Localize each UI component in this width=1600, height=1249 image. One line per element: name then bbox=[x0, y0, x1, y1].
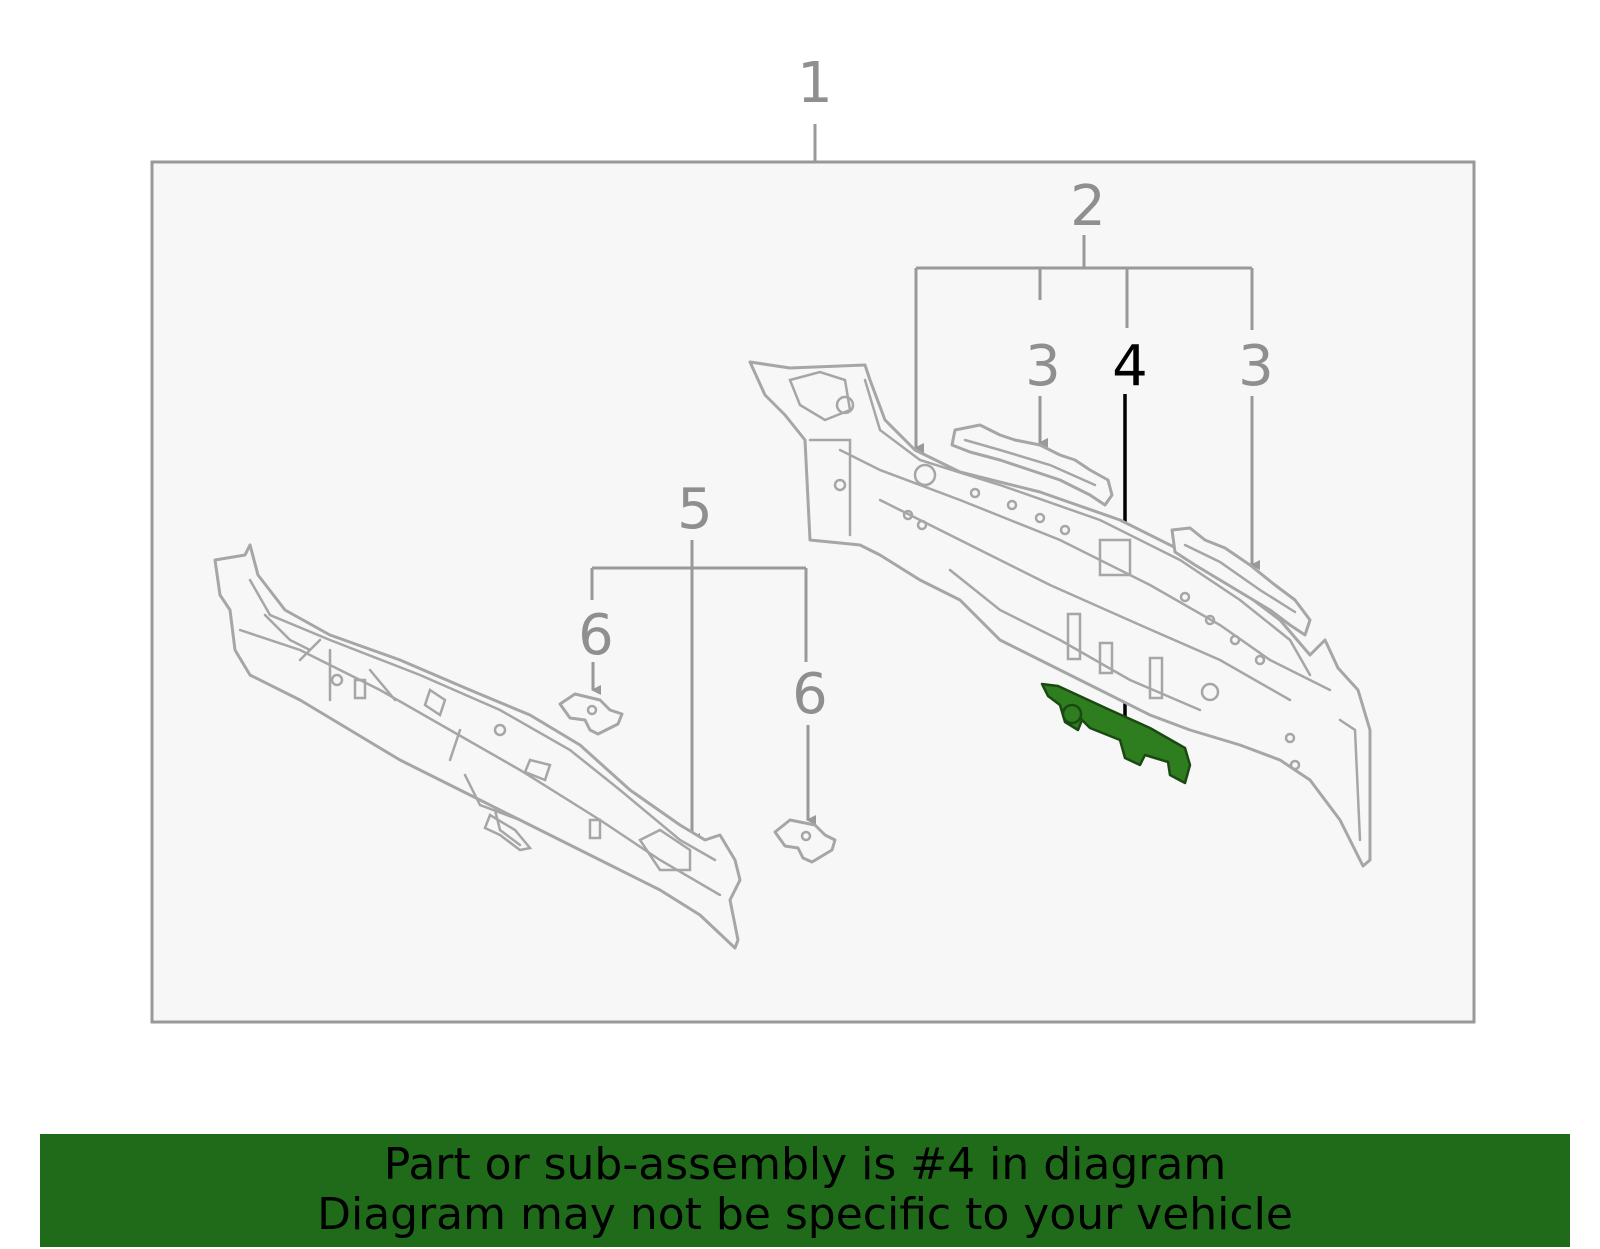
banner-line-disclaimer: Diagram may not be specific to your vehi… bbox=[317, 1189, 1293, 1240]
callout-6-right: 6 bbox=[792, 662, 828, 727]
callout-2: 2 bbox=[1070, 174, 1106, 239]
bracket-part-3-left bbox=[950, 423, 1114, 507]
bracket-part-3-right bbox=[1170, 526, 1312, 637]
callout-3-right: 3 bbox=[1238, 334, 1274, 399]
rear-body-panel-part-2 bbox=[748, 360, 1372, 868]
callout-4: 4 bbox=[1112, 334, 1148, 399]
info-banner: Part or sub-assembly is #4 in diagram Di… bbox=[40, 1134, 1570, 1247]
side-panel-part-5 bbox=[213, 543, 742, 950]
callout-3-left: 3 bbox=[1025, 334, 1061, 399]
callout-5: 5 bbox=[677, 477, 713, 542]
leader-5 bbox=[590, 540, 808, 843]
bracket-part-6-right bbox=[773, 818, 837, 864]
callout-1: 1 bbox=[797, 51, 833, 116]
leader-2 bbox=[914, 235, 1254, 453]
bracket-part-6-left bbox=[558, 692, 624, 736]
callout-6-left: 6 bbox=[578, 603, 614, 668]
banner-line-part-number: Part or sub-assembly is #4 in diagram bbox=[383, 1139, 1227, 1190]
reinforcement-part-4 bbox=[1040, 682, 1192, 785]
